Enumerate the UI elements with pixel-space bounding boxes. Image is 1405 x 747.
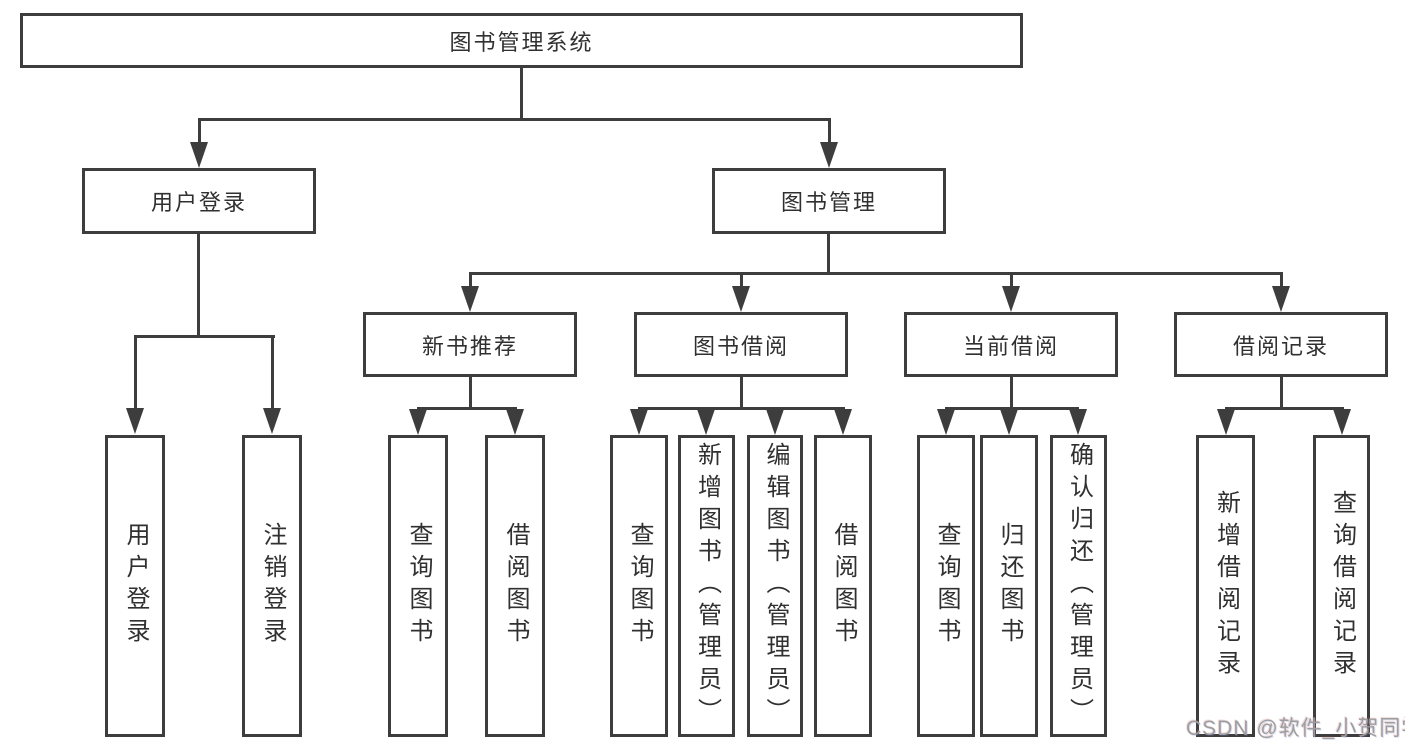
node-label: 当前借阅 bbox=[962, 333, 1059, 359]
leaf-borrow-books-1: 借阅图书 bbox=[485, 435, 545, 737]
connector-new-book-drop bbox=[469, 272, 472, 288]
node-label: 用户登录 bbox=[150, 190, 247, 215]
connector-user-login-drop bbox=[198, 118, 201, 144]
arrow-to-confirm-return bbox=[1069, 409, 1087, 435]
connector-book-mgmt-drop bbox=[828, 118, 831, 144]
leaf-return-books: 归还图书 bbox=[980, 435, 1038, 737]
node-label: 注销登录 bbox=[259, 522, 286, 650]
node-label: 编辑图书（管理员） bbox=[762, 442, 789, 730]
leaf-borrow-books-2: 借阅图书 bbox=[814, 435, 872, 737]
leaf-edit-book-admin: 编辑图书（管理员） bbox=[747, 435, 803, 737]
arrow-to-edit-book bbox=[766, 409, 784, 435]
connector-new-book-stem bbox=[469, 377, 472, 407]
connector-level2-bus bbox=[198, 118, 831, 121]
connector-book-borrow-leaf-bus bbox=[638, 407, 845, 410]
node-label: 图书借阅 bbox=[692, 333, 789, 359]
arrow-to-book-borrow bbox=[732, 286, 750, 312]
arrow-to-new-book-rec bbox=[461, 286, 479, 312]
connector-book-borrow-stem bbox=[740, 377, 743, 407]
leaf-confirm-return-admin: 确认归还（管理员） bbox=[1050, 435, 1107, 737]
arrow-to-leaf-user-login bbox=[126, 408, 144, 434]
arrow-to-borrow-books-2 bbox=[834, 409, 852, 435]
leaf-query-books-3: 查询图书 bbox=[917, 435, 975, 737]
node-root-book-management-system: 图书管理系统 bbox=[20, 13, 1023, 68]
arrow-to-borrow-books-1 bbox=[506, 409, 524, 435]
arrow-to-query-books-2 bbox=[630, 409, 648, 435]
connector-current-borrow-leaf-bus bbox=[945, 407, 1079, 410]
connector-borrow-record-drop bbox=[1280, 272, 1283, 288]
node-user-login: 用户登录 bbox=[82, 168, 316, 234]
node-book-borrowing: 图书借阅 bbox=[634, 312, 848, 377]
node-label: 查询图书 bbox=[626, 522, 653, 650]
arrow-to-add-borrow-record bbox=[1217, 409, 1235, 435]
node-label: 新增借阅记录 bbox=[1212, 490, 1240, 682]
connector-leaf-logout-drop bbox=[271, 335, 274, 409]
arrow-to-query-books-3 bbox=[937, 409, 955, 435]
node-label: 图书管理系统 bbox=[449, 29, 594, 55]
connector-borrow-record-leaf-bus bbox=[1225, 407, 1344, 410]
connector-current-borrow-drop bbox=[1010, 272, 1013, 288]
leaf-query-books-1: 查询图书 bbox=[388, 435, 448, 737]
node-label: 查询图书 bbox=[405, 522, 432, 650]
arrow-to-borrow-record bbox=[1272, 286, 1290, 312]
arrow-to-user-login bbox=[190, 142, 208, 168]
node-label: 新增图书（管理员） bbox=[693, 442, 721, 730]
node-label: 图书管理 bbox=[780, 190, 877, 215]
connector-root-stem bbox=[520, 68, 523, 118]
node-borrowing-records: 借阅记录 bbox=[1174, 312, 1388, 377]
node-new-book-recommendation: 新书推荐 bbox=[363, 312, 577, 377]
arrow-to-return-books bbox=[1000, 409, 1018, 435]
connector-leaf-user-login-drop bbox=[134, 335, 137, 409]
node-label: 借阅图书 bbox=[830, 522, 857, 650]
arrow-to-query-books-1 bbox=[409, 409, 427, 435]
connector-book-mgmt-stem bbox=[827, 234, 830, 272]
arrow-to-book-mgmt bbox=[820, 142, 838, 168]
node-label: 新书推荐 bbox=[421, 333, 518, 359]
connector-new-book-leaf-bus bbox=[417, 407, 517, 410]
leaf-query-borrow-record: 查询借阅记录 bbox=[1313, 435, 1370, 737]
node-label: 归还图书 bbox=[996, 522, 1023, 650]
leaf-add-borrow-record: 新增借阅记录 bbox=[1196, 435, 1255, 737]
leaf-add-book-admin: 新增图书（管理员） bbox=[678, 435, 735, 737]
node-label: 查询借阅记录 bbox=[1328, 490, 1356, 682]
watermark: CSDN @软件_小贺同学 bbox=[1186, 717, 1405, 740]
arrow-to-add-book bbox=[697, 409, 715, 435]
connector-book-borrow-drop bbox=[740, 272, 743, 288]
connector-level3-bus bbox=[469, 272, 1283, 275]
arrow-to-leaf-logout bbox=[263, 408, 281, 434]
connector-user-login-stem bbox=[197, 234, 200, 335]
node-label: 借阅记录 bbox=[1232, 333, 1329, 359]
connector-user-login-bus bbox=[134, 335, 275, 338]
node-label: 用户登录 bbox=[122, 522, 149, 650]
leaf-logout: 注销登录 bbox=[242, 435, 302, 737]
connector-borrow-record-stem bbox=[1280, 377, 1283, 407]
node-label: 借阅图书 bbox=[502, 522, 529, 650]
node-label: 查询图书 bbox=[933, 522, 960, 650]
node-book-management: 图书管理 bbox=[712, 168, 946, 234]
arrow-to-current-borrow bbox=[1002, 286, 1020, 312]
node-current-borrowing: 当前借阅 bbox=[904, 312, 1118, 377]
arrow-to-query-borrow-record bbox=[1333, 409, 1351, 435]
leaf-query-books-2: 查询图书 bbox=[610, 435, 668, 737]
leaf-user-login: 用户登录 bbox=[105, 435, 165, 737]
connector-current-borrow-stem bbox=[1010, 377, 1013, 407]
node-label: 确认归还（管理员） bbox=[1065, 442, 1093, 730]
